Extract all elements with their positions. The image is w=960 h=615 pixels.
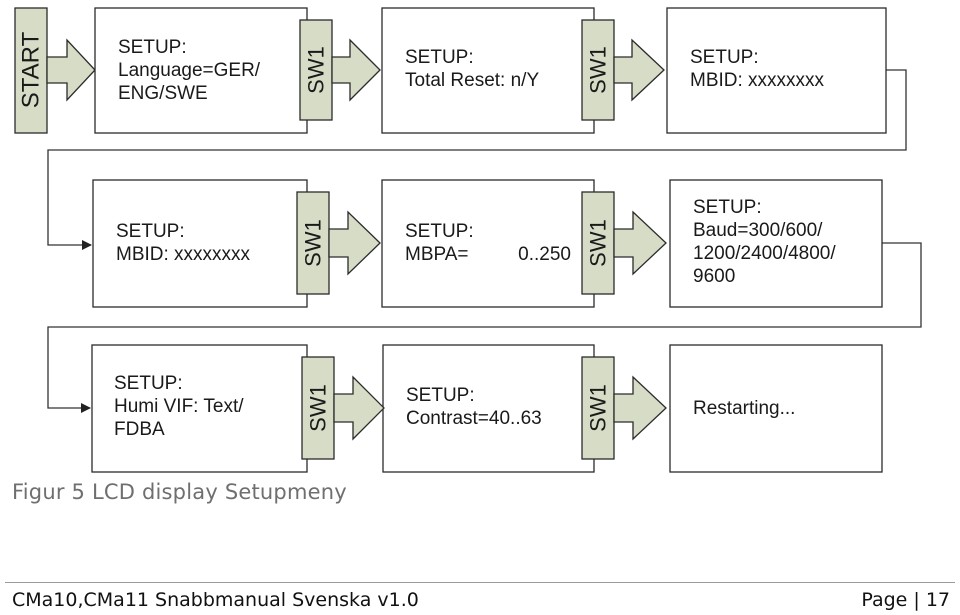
sw1-tab-6: SW1 (581, 356, 667, 460)
sw1-label: SW1 (586, 384, 611, 432)
screen-8-text: SETUP: Contrast=40..63 (406, 385, 542, 429)
sw1-label: SW1 (306, 384, 331, 432)
start-label: START (18, 31, 45, 108)
sw1-tab-5: SW1 (301, 356, 385, 460)
sw1-tab-4: SW1 (581, 191, 667, 295)
sw1-label: SW1 (301, 219, 326, 267)
screen-box-8 (382, 344, 595, 473)
screen-3-text: SETUP: MBID: xxxxxxxx (690, 47, 825, 91)
screen-box-9 (669, 344, 883, 473)
footer-divider (5, 582, 955, 583)
footer-document-title: CMa10,CMa11 Snabbmanual Svenska v1.0 (12, 589, 419, 611)
screen-box-7 (91, 344, 308, 473)
connector-row1-row2 (47, 69, 907, 250)
screen-box-3 (666, 7, 887, 134)
screen-box-2 (381, 7, 595, 134)
screen-5-text: SETUP: MBPA= 0..250 (405, 221, 571, 265)
screen-1-text: SETUP: Language=GER/ ENG/SWE (118, 37, 265, 104)
sw1-tab-2: SW1 (581, 19, 665, 121)
sw1-label: SW1 (304, 46, 329, 94)
screen-6-text: SETUP: Baud=300/600/ 1200/2400/4800/ 960… (693, 197, 841, 287)
sw1-tab-1: SW1 (299, 19, 381, 121)
screen-9-text: Restarting... (693, 398, 795, 419)
screen-7-text: SETUP: Humi VIF: Text/ FDBA (114, 373, 249, 440)
connector-row2-row3 (47, 242, 922, 413)
sw1-label: SW1 (586, 46, 611, 94)
screen-box-6 (669, 179, 883, 308)
footer-page-number: Page | 17 (861, 589, 950, 611)
screen-2-text: SETUP: Total Reset: n/Y (405, 47, 539, 91)
screen-box-1 (94, 7, 308, 134)
start-arrow (46, 38, 96, 102)
start-tab: START (14, 7, 48, 134)
figure-caption: Figur 5 LCD display Setupmeny (12, 480, 347, 504)
screen-box-5 (381, 179, 595, 308)
sw1-label: SW1 (586, 219, 611, 267)
sw1-tab-3: SW1 (296, 191, 381, 295)
screen-box-4 (92, 179, 308, 308)
screen-4-text: SETUP: MBID: xxxxxxxx (116, 221, 251, 265)
